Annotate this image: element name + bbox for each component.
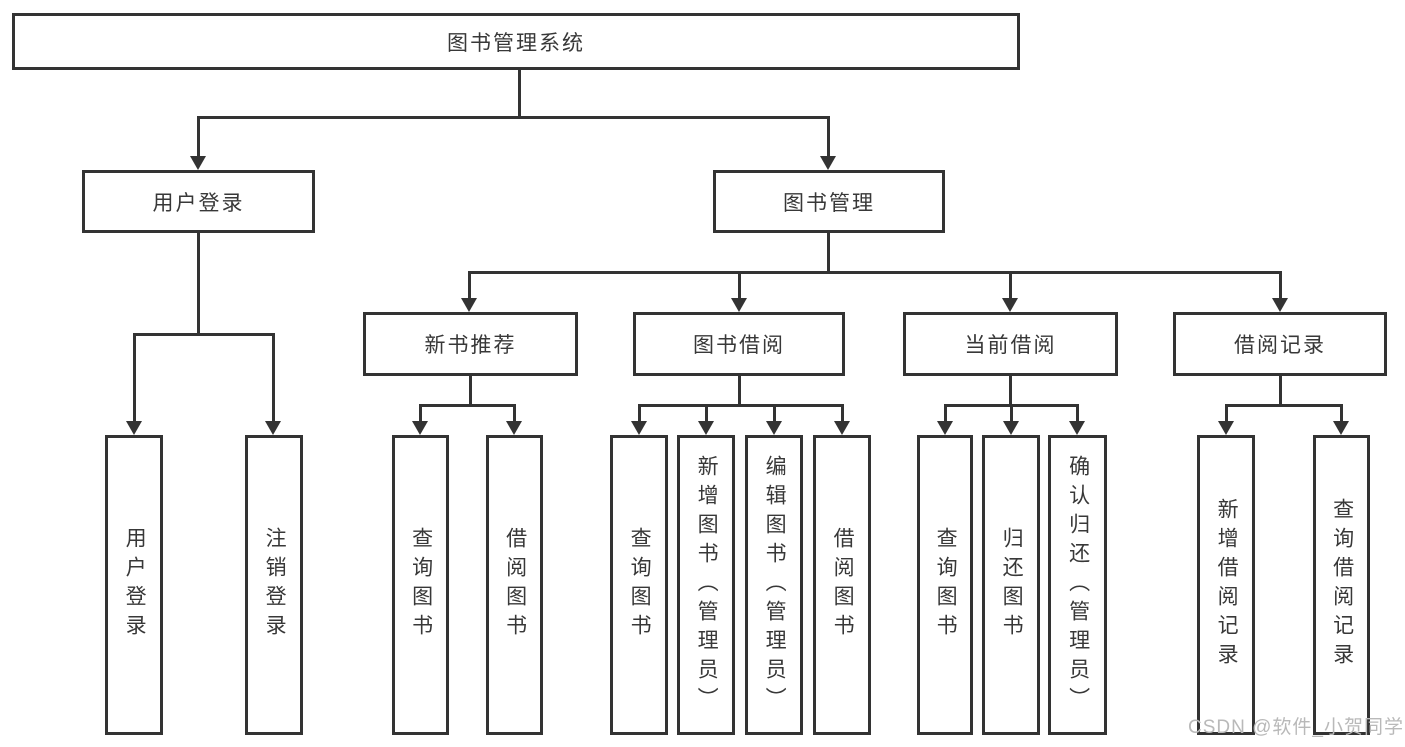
- connector-userlogin-stem: [197, 233, 200, 336]
- node-user-login-group-label: 用户登录: [152, 191, 245, 215]
- node-query-books-2-label: 查询图书: [628, 527, 652, 643]
- connector-root-stem: [518, 70, 521, 119]
- node-current-borrowing-label: 当前借阅: [964, 334, 1057, 357]
- node-edit-books-admin-label: 编辑图书（管理员）: [763, 454, 787, 716]
- arrow-to-leaf-borrow2-icon: [834, 421, 850, 435]
- node-borrow-books-2-label: 借阅图书: [831, 527, 855, 643]
- node-new-book-recommend: 新书推荐: [363, 312, 578, 376]
- connector-drop-leaf-query1: [419, 404, 422, 423]
- csdn-watermark: CSDN @软件_小贺同学: [1188, 717, 1404, 738]
- connector-drop-book-borrow: [738, 271, 741, 300]
- node-book-management-label: 图书管理: [783, 191, 875, 215]
- node-query-borrow-record: 查询借阅记录: [1313, 435, 1370, 735]
- connector-drop-leaf-return: [1010, 404, 1013, 423]
- connector-newbooks-branch: [419, 404, 516, 407]
- arrow-to-borrow-records-icon: [1272, 298, 1288, 312]
- arrow-to-book-mgmt-icon: [820, 156, 836, 170]
- connector-drop-leaf-borrow1: [513, 404, 516, 423]
- node-query-books-3: 查询图书: [917, 435, 973, 735]
- connector-userlogin-branch: [133, 333, 275, 336]
- arrow-to-book-borrow-icon: [731, 298, 747, 312]
- arrow-to-leaf-query2-icon: [631, 421, 647, 435]
- node-query-books-1: 查询图书: [392, 435, 449, 735]
- connector-drop-leaf-add-books: [705, 404, 708, 423]
- node-user-login: 用户登录: [105, 435, 163, 735]
- node-logout-label: 注销登录: [263, 527, 287, 643]
- connector-drop-leaf-login: [133, 333, 136, 423]
- arrow-to-leaf-query1-icon: [412, 421, 428, 435]
- connector-drop-leaf-borrow2: [841, 404, 844, 423]
- arrow-to-leaf-return-icon: [1003, 421, 1019, 435]
- connector-bookborrow-branch: [638, 404, 844, 407]
- connector-currentborrow-stem: [1009, 376, 1012, 407]
- node-logout: 注销登录: [245, 435, 303, 735]
- connector-bookmgmt-stem: [827, 233, 830, 274]
- connector-drop-current-borrow: [1009, 271, 1012, 300]
- connector-borrowrecords-branch: [1225, 404, 1343, 407]
- connector-drop-leaf-edit-books: [773, 404, 776, 423]
- arrow-to-leaf-logout-icon: [265, 421, 281, 435]
- node-add-borrow-record-label: 新增借阅记录: [1215, 498, 1239, 672]
- node-return-books-label: 归还图书: [1000, 527, 1024, 643]
- arrow-to-leaf-login-icon: [126, 421, 142, 435]
- connector-bookmgmt-branch: [468, 271, 1282, 274]
- node-borrowing-records-label: 借阅记录: [1234, 334, 1326, 357]
- arrow-to-leaf-add-record-icon: [1218, 421, 1234, 435]
- node-borrow-books-2: 借阅图书: [813, 435, 871, 735]
- connector-drop-leaf-query3: [944, 404, 947, 423]
- arrow-to-leaf-add-books-icon: [698, 421, 714, 435]
- connector-drop-leaf-add-record: [1225, 404, 1228, 423]
- node-query-borrow-record-label: 查询借阅记录: [1330, 498, 1354, 672]
- connector-borrowrecords-stem: [1279, 376, 1282, 407]
- node-root-label: 图书管理系统: [447, 31, 585, 55]
- node-book-borrowing-label: 图书借阅: [693, 334, 785, 357]
- node-query-books-2: 查询图书: [610, 435, 668, 735]
- node-add-books-admin-label: 新增图书（管理员）: [695, 454, 719, 716]
- connector-drop-new-books: [468, 271, 471, 300]
- connector-drop-leaf-query2: [638, 404, 641, 423]
- arrow-to-new-books-icon: [461, 298, 477, 312]
- connector-drop-leaf-query-record: [1340, 404, 1343, 423]
- node-add-books-admin: 新增图书（管理员）: [677, 435, 735, 735]
- arrow-to-leaf-edit-books-icon: [766, 421, 782, 435]
- node-borrow-books-1-label: 借阅图书: [503, 527, 527, 643]
- node-edit-books-admin: 编辑图书（管理员）: [745, 435, 803, 735]
- node-return-books: 归还图书: [982, 435, 1040, 735]
- connector-root-branch: [197, 116, 830, 119]
- node-borrowing-records: 借阅记录: [1173, 312, 1387, 376]
- node-root: 图书管理系统: [12, 13, 1020, 70]
- connector-newbooks-stem: [469, 376, 472, 407]
- node-user-login-label: 用户登录: [123, 527, 147, 643]
- connector-drop-borrow-records: [1279, 271, 1282, 300]
- node-borrow-books-1: 借阅图书: [486, 435, 543, 735]
- node-add-borrow-record: 新增借阅记录: [1197, 435, 1255, 735]
- node-user-login-group: 用户登录: [82, 170, 315, 233]
- node-confirm-return-admin-label: 确认归还（管理员）: [1066, 454, 1090, 716]
- node-query-books-3-label: 查询图书: [934, 527, 958, 643]
- connector-drop-book-mgmt: [827, 116, 830, 158]
- arrow-to-leaf-query-record-icon: [1333, 421, 1349, 435]
- arrow-to-leaf-borrow1-icon: [506, 421, 522, 435]
- arrow-to-leaf-query3-icon: [937, 421, 953, 435]
- node-query-books-1-label: 查询图书: [409, 527, 433, 643]
- arrow-to-leaf-confirm-return-icon: [1069, 421, 1085, 435]
- arrow-to-user-login-icon: [190, 156, 206, 170]
- connector-drop-leaf-confirm-return: [1076, 404, 1079, 423]
- node-new-book-recommend-label: 新书推荐: [424, 334, 517, 357]
- connector-drop-leaf-logout: [272, 333, 275, 423]
- node-current-borrowing: 当前借阅: [903, 312, 1118, 376]
- node-book-management: 图书管理: [713, 170, 945, 233]
- arrow-to-current-borrow-icon: [1002, 298, 1018, 312]
- node-book-borrowing: 图书借阅: [633, 312, 845, 376]
- connector-bookborrow-stem: [738, 376, 741, 407]
- node-confirm-return-admin: 确认归还（管理员）: [1048, 435, 1107, 735]
- connector-drop-user-login: [197, 116, 200, 158]
